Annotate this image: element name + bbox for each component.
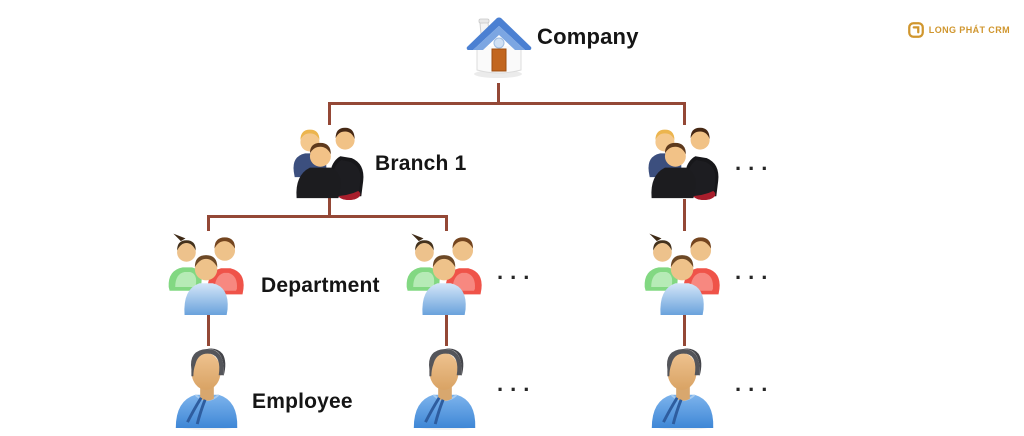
department2-people-group-icon — [402, 227, 488, 317]
connector-dept3-employee3 — [683, 312, 686, 346]
employee-label: Employee — [252, 390, 353, 413]
branch1-label: Branch 1 — [375, 152, 467, 175]
employee2-ellipsis: ... — [497, 371, 537, 396]
connector-branch2-drop — [683, 102, 686, 125]
employee3-person-icon — [644, 344, 722, 430]
connector-branches-hline — [328, 102, 686, 105]
department3-people-group-icon — [640, 227, 726, 317]
connector-dept1-employee1 — [207, 314, 210, 346]
brand-logo-icon — [907, 21, 925, 39]
brand-logo: LONG PHÁT CRM — [907, 21, 1010, 39]
department1-people-group-icon — [164, 227, 250, 317]
connector-dept2-drop — [445, 215, 448, 231]
employee3-ellipsis: ... — [735, 371, 775, 396]
company-label: Company — [537, 24, 639, 49]
connector-branch2-dept3 — [683, 199, 686, 231]
connector-departments-hline — [207, 215, 448, 218]
employee1-person-icon — [168, 344, 246, 430]
connector-branch1-stub — [328, 197, 331, 217]
branch-more-people-group-icon — [640, 122, 726, 200]
department2-ellipsis: ... — [497, 259, 537, 284]
company-house-icon — [463, 13, 535, 79]
connector-dept1-drop — [207, 215, 210, 231]
branch-more-ellipsis: ... — [735, 150, 775, 175]
branch1-people-group-icon — [285, 122, 371, 200]
department-label: Department — [261, 274, 380, 297]
department3-ellipsis: ... — [735, 259, 775, 284]
brand-logo-text: LONG PHÁT CRM — [928, 25, 1010, 35]
connector-company-stub — [497, 83, 500, 104]
connector-branch1-drop — [328, 102, 331, 125]
employee2-person-icon — [406, 344, 484, 430]
connector-dept2-employee2 — [445, 314, 448, 346]
